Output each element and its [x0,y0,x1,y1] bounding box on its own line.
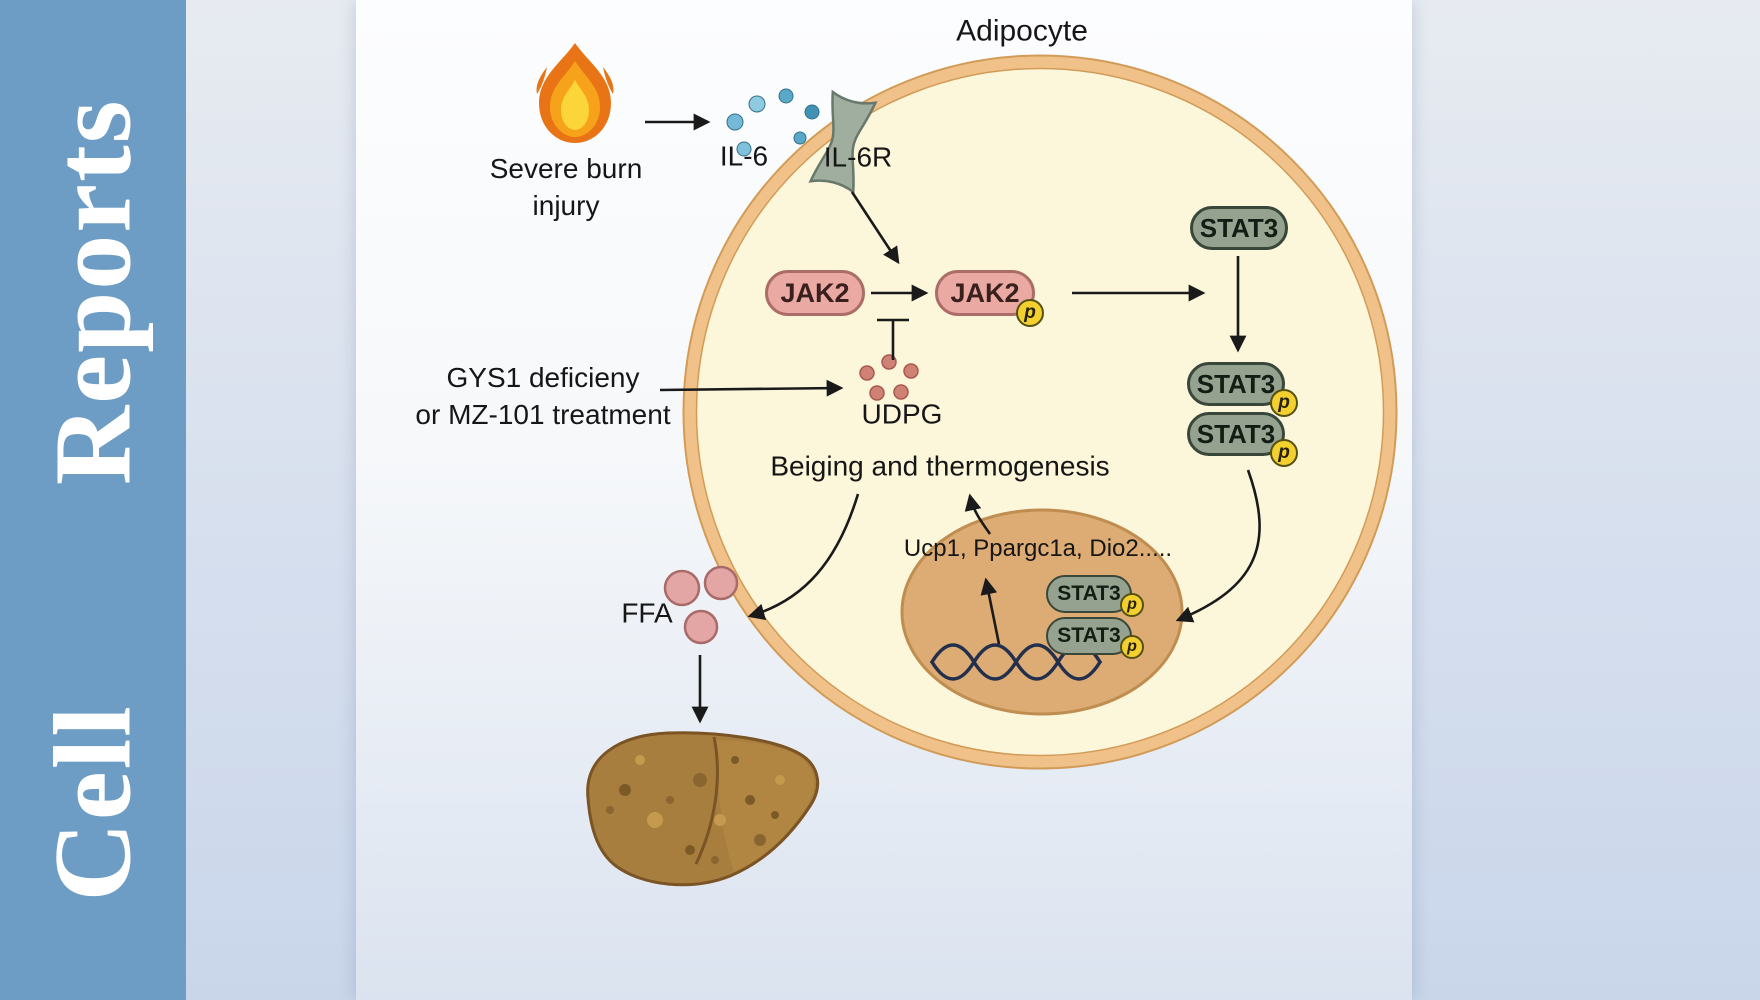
phospho-badge: p [1120,593,1144,617]
burn-injury-line1: Severe burn [489,153,643,184]
gys1-treatment-line2: or MZ-101 treatment [415,399,671,430]
stat3-pill-label: STAT3 [1199,212,1279,243]
il6r-label: IL-6R [823,141,893,173]
burn-injury-label: Severe burn injury [490,150,643,224]
jak2-pill: JAK2 [765,270,865,316]
stat3-dimer-bottom-pill: STAT3 p [1187,412,1298,467]
nuclear-stat3-bottom-pill: STAT3 p [1046,617,1144,659]
jak2-pill-label: JAK2 [780,277,850,308]
ffa-label: FFA [621,597,673,629]
phospho-badge: p [1120,635,1144,659]
stat3-pill: STAT3 [1190,206,1288,250]
stat3-dimer-bottom-label: STAT3 [1196,418,1276,449]
beiging-label: Beiging and thermogenesis [770,450,1110,482]
udpg-molecules [859,354,919,401]
phospho-badge: p [1016,299,1044,327]
gys1-treatment-label: GYS1 deficieny or MZ-101 treatment [415,359,670,433]
journal-sidebar: Cell Reports [0,0,186,1000]
phospho-badge: p [1270,439,1298,467]
arrow-gys1-to-udpg [659,379,844,397]
stat3-dimer-top-pill: STAT3 p [1187,362,1298,417]
il6-molecules [726,88,820,157]
nuclear-stat3-bottom-label: STAT3 [1057,624,1121,647]
jak2-phospho-pill-label: JAK2 [950,277,1020,308]
arrow-nucleus-to-beiging [964,493,992,535]
nuclear-stat3-top-label: STAT3 [1057,582,1121,605]
nuclear-stat3-top-pill: STAT3 p [1046,575,1144,617]
liver-icon [586,731,820,887]
arrow-beiging-to-ffa [747,493,860,621]
burn-injury-line2: injury [532,190,600,221]
arrow-il6r-to-jak2 [850,191,900,265]
phospho-badge: p [1270,389,1298,417]
fire-icon [536,43,614,143]
inhibit-udpg-jak2 [877,318,909,360]
arrow-dimer-to-nucleus [1175,469,1261,623]
il6-label: IL-6 [719,140,769,172]
jak2-phospho-pill: JAK2 p [935,270,1044,327]
adipocyte-label: Adipocyte [956,14,1088,48]
genes-label: Ucp1, Ppargc1a, Dio2..... [903,535,1173,562]
arrow-transcription [980,577,1001,645]
ffa-molecules [663,565,739,645]
gys1-treatment-line1: GYS1 deficieny [446,362,640,393]
udpg-label: UDPG [861,398,943,430]
stat3-dimer-top-label: STAT3 [1196,368,1276,399]
